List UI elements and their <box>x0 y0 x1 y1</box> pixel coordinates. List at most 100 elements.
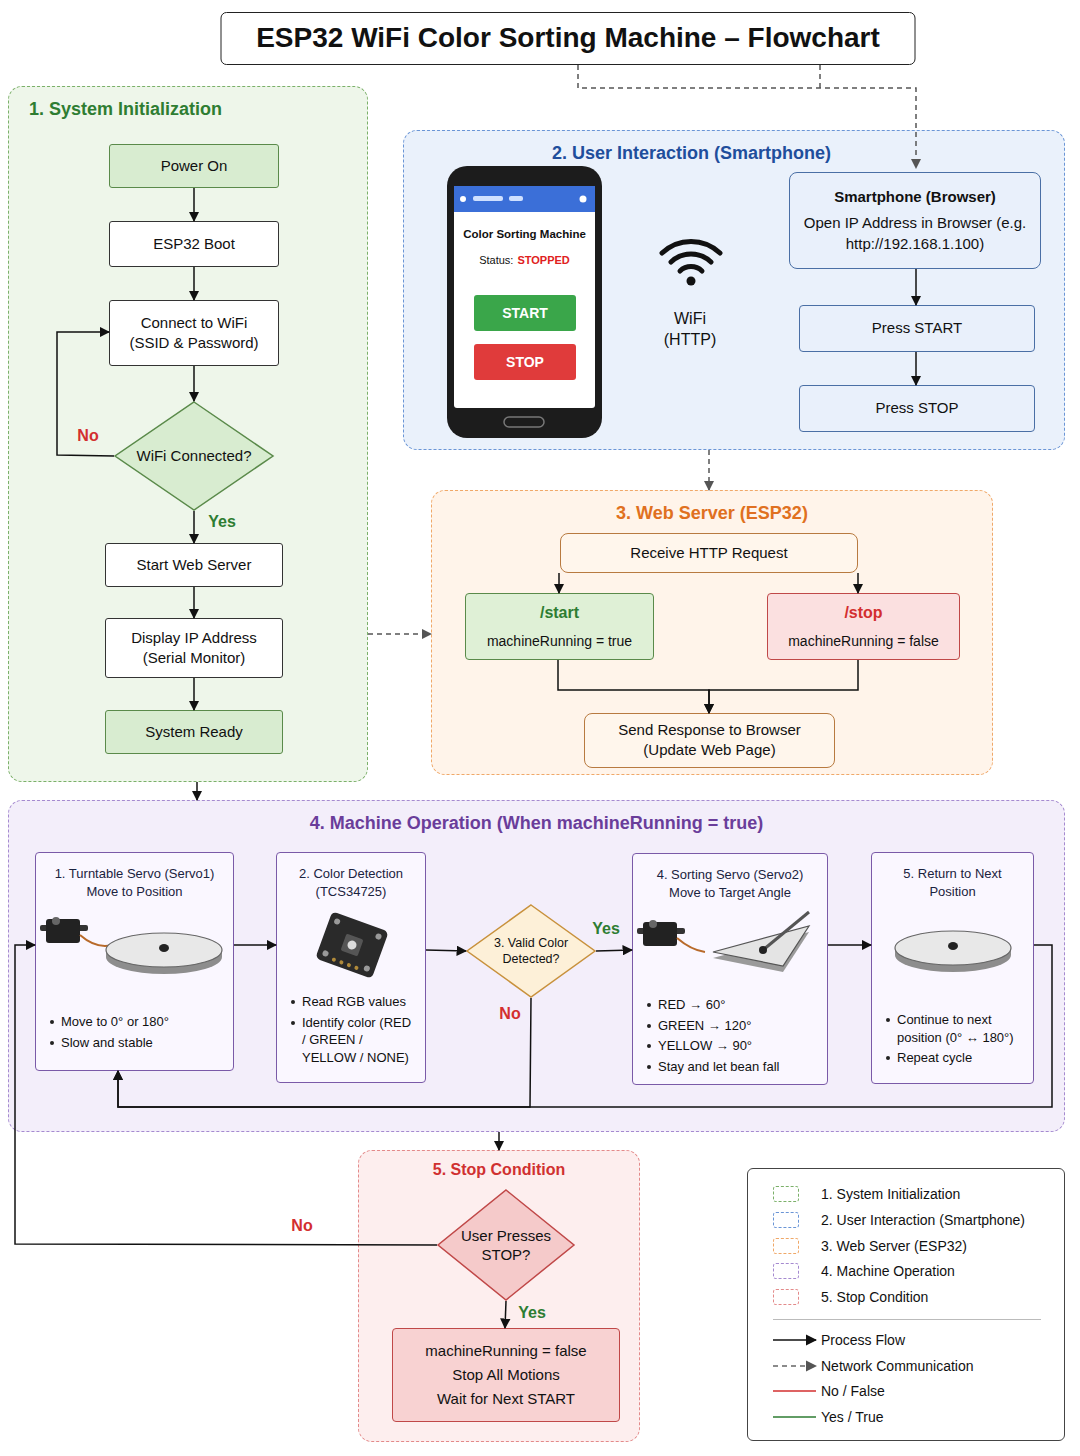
legend-line-sample <box>772 1360 820 1372</box>
bullet-dot <box>50 1041 54 1045</box>
stop-button: STOP <box>474 344 576 380</box>
node-title: WiFi Connected? <box>136 446 251 466</box>
legend-swatch <box>773 1186 799 1202</box>
node-title: Display IP Address (Serial Monitor) <box>116 628 272 669</box>
branch-label: Yes <box>208 513 236 531</box>
group-panel: 3. Web Server (ESP32) Receive HTTP Reques… <box>431 490 993 775</box>
node-text: Stop All Motions <box>452 1365 560 1385</box>
branch-label: No <box>77 427 98 445</box>
legend-box: 1. System Initialization2. User Interact… <box>747 1168 1065 1441</box>
branch-label: Yes <box>518 1304 546 1322</box>
decision-diamond: 3. Valid Color Detected? <box>466 904 596 998</box>
bullet-row: Stay and let bean fall <box>641 1058 819 1076</box>
process-box: Send Response to Browser (Update Web Pag… <box>584 713 835 768</box>
node-title: 3. Valid Color Detected? <box>486 935 576 968</box>
node-title: Receive HTTP Request <box>630 543 787 563</box>
step-box: 2. Color Detection (TCS34725)Read RGB va… <box>276 852 426 1083</box>
bullet-dot <box>886 1056 890 1060</box>
process-box: ESP32 Boot <box>109 221 279 267</box>
process-box: Smartphone (Browser) Open IP Address in B… <box>789 172 1041 269</box>
bullet-dot <box>50 1020 54 1024</box>
legend-line-sample <box>772 1411 820 1423</box>
legend-text: Network Communication <box>821 1357 974 1375</box>
diamond-outline <box>466 904 596 998</box>
route-box: /stop machineRunning = false <box>767 593 960 660</box>
branch-label: No <box>291 1217 312 1235</box>
bullet-dot <box>291 1021 295 1025</box>
legend-swatch <box>773 1289 799 1305</box>
node-title: ESP32 Boot <box>153 234 235 254</box>
node-title: Power On <box>161 156 228 176</box>
legend-swatch <box>773 1263 799 1279</box>
node-text: RED → 60° <box>658 996 725 1014</box>
process-box: Display IP Address (Serial Monitor) <box>105 618 283 678</box>
bullet-row: Identify color (RED / GREEN / YELLOW / N… <box>285 1014 417 1067</box>
process-box: Start Web Server <box>105 543 283 587</box>
bullet-row: Repeat cycle <box>880 1049 1025 1067</box>
group-panel: 1. System InitializationPower OnESP32 Bo… <box>8 86 368 782</box>
node-text: Identify color (RED / GREEN / YELLOW / N… <box>302 1014 417 1067</box>
diamond-outline <box>437 1189 575 1301</box>
step-box: 5. Return to Next PositionContinue to ne… <box>871 852 1034 1084</box>
bullet-dot <box>647 1003 651 1007</box>
bullet-dot <box>886 1018 890 1022</box>
spacer <box>44 900 225 1010</box>
node-text: Stay and let bean fall <box>658 1058 779 1076</box>
decision-diamond: User Presses STOP? <box>437 1189 575 1301</box>
bullet-row: RED → 60° <box>641 996 819 1014</box>
bullet-dot <box>291 1000 295 1004</box>
process-box: Receive HTTP Request <box>560 533 858 573</box>
node-title: START <box>502 305 548 321</box>
smartphone: Color Sorting MachineStatus:STOPPEDSTART… <box>447 166 602 438</box>
bullet-row: YELLOW → 90° <box>641 1037 819 1055</box>
node-title: 3. Web Server (ESP32) <box>616 503 808 524</box>
bullet-row: Move to 0° or 180° <box>44 1013 225 1031</box>
node-text: GREEN → 120° <box>658 1017 751 1035</box>
step-box: 4. Sorting Servo (Servo2) Move to Target… <box>632 853 828 1085</box>
node-title: /stop <box>844 602 882 624</box>
node-title: User Presses STOP? <box>457 1226 555 1265</box>
node-title: Start Web Server <box>137 555 252 575</box>
bullet-dot <box>647 1065 651 1069</box>
process-box: Press STOP <box>799 385 1035 432</box>
annotation-label: WiFi (HTTP) <box>655 309 725 351</box>
node-text: Continue to next position (0° ↔ 180°) <box>897 1011 1025 1046</box>
group-panel: 5. Stop ConditionUser Presses STOP? machi… <box>358 1150 640 1442</box>
bullet-row: Read RGB values <box>285 993 417 1011</box>
node-title: Send Response to Browser (Update Web Pag… <box>595 720 824 761</box>
node-text: machineRunning = false <box>788 632 939 651</box>
node-title: /start <box>540 602 579 624</box>
spacer <box>641 901 819 993</box>
node-title: 5. Stop Condition <box>433 1161 565 1179</box>
process-box: Press START <box>799 305 1035 352</box>
node-title: 4. Sorting Servo (Servo2) Move to Target… <box>641 866 819 901</box>
node-text: Repeat cycle <box>897 1049 972 1067</box>
stop-box: machineRunning = falseStop All MotionsWa… <box>392 1328 620 1422</box>
process-box: Connect to WiFi (SSID & Password) <box>109 300 279 366</box>
branch-label: No <box>499 1005 520 1023</box>
node-text: Status: <box>479 254 513 266</box>
flow-connector <box>196 782 198 800</box>
node-text: Move to 0° or 180° <box>61 1013 169 1031</box>
node-title: Connect to WiFi (SSID & Password) <box>120 313 268 354</box>
legend-text: 3. Web Server (ESP32) <box>821 1237 967 1255</box>
node-title: Smartphone (Browser) <box>834 187 996 207</box>
legend-text: No / False <box>821 1382 885 1400</box>
bullet-row: Continue to next position (0° ↔ 180°) <box>880 1011 1025 1046</box>
legend-line-sample <box>772 1385 820 1397</box>
spacer <box>285 900 417 990</box>
node-title: Press START <box>872 318 962 338</box>
legend-text: Yes / True <box>821 1408 884 1426</box>
node-title: machineRunning = false <box>425 1341 586 1361</box>
node-title: 5. Return to Next Position <box>880 865 1025 900</box>
node-text: Open IP Address in Browser (e.g. http://… <box>800 213 1030 254</box>
node-text: STOPPED <box>517 254 569 266</box>
legend-text: 2. User Interaction (Smartphone) <box>821 1211 1025 1229</box>
node-text: Read RGB values <box>302 993 406 1011</box>
branch-label: Yes <box>592 920 620 938</box>
node-text: Slow and stable <box>61 1034 153 1052</box>
group-panel: 4. Machine Operation (When machineRunnin… <box>8 800 1065 1132</box>
bullet-dot <box>647 1024 651 1028</box>
legend-text: Process Flow <box>821 1331 905 1349</box>
